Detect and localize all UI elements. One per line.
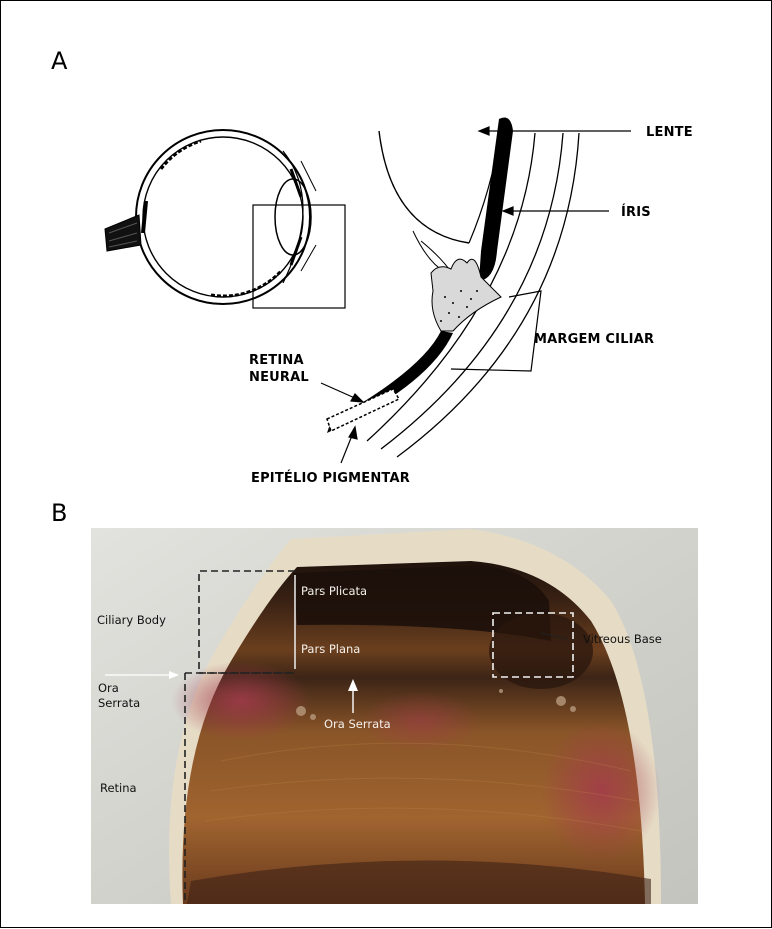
label-ora-serrata-center: Ora Serrata <box>324 717 391 731</box>
label-retina: Retina <box>100 781 137 795</box>
label-pars-plicata: Pars Plicata <box>301 584 367 598</box>
label-ciliary-body: Ciliary Body <box>97 613 166 627</box>
label-ora-serrata-left-line1: Ora <box>98 681 119 695</box>
label-pars-plana: Pars Plana <box>301 642 360 656</box>
label-vitreous-base: Vitreous Base <box>583 632 662 646</box>
label-ora-serrata-left-line2: Serrata <box>98 696 140 710</box>
pink-patch-2 <box>541 721 661 861</box>
